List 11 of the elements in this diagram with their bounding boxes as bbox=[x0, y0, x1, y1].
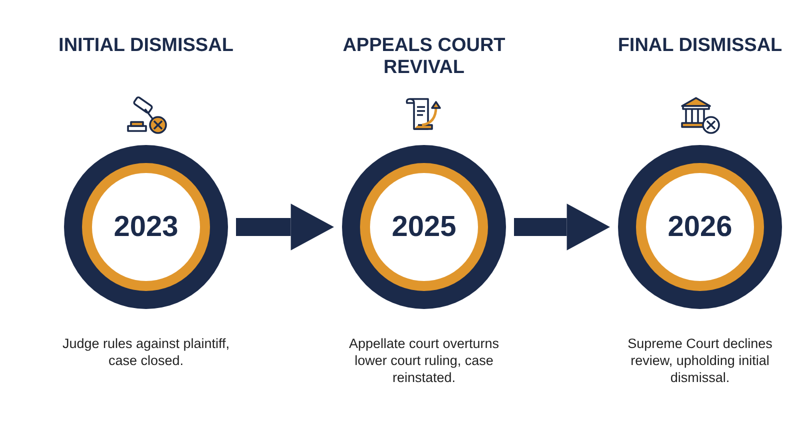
milestone-heading: INITIAL DISMISSAL bbox=[58, 35, 234, 57]
milestone-heading: FINAL DISMISSAL bbox=[616, 35, 784, 57]
year-label: 2023 bbox=[112, 211, 180, 244]
year-label: 2026 bbox=[666, 211, 734, 244]
arrow bbox=[514, 204, 610, 250]
year-label: 2025 bbox=[390, 211, 458, 244]
milestone-description: Judge rules against plaintiff, case closed. bbox=[61, 335, 231, 369]
arrow bbox=[236, 204, 334, 250]
milestone-heading: APPEALS COURT REVIVAL bbox=[342, 35, 506, 79]
milestone-description: Supreme Court declines review, upholding initial dismissal. bbox=[626, 335, 774, 386]
milestone-description: Appellate court overturns lower court ruling, case reinstated. bbox=[348, 335, 500, 386]
